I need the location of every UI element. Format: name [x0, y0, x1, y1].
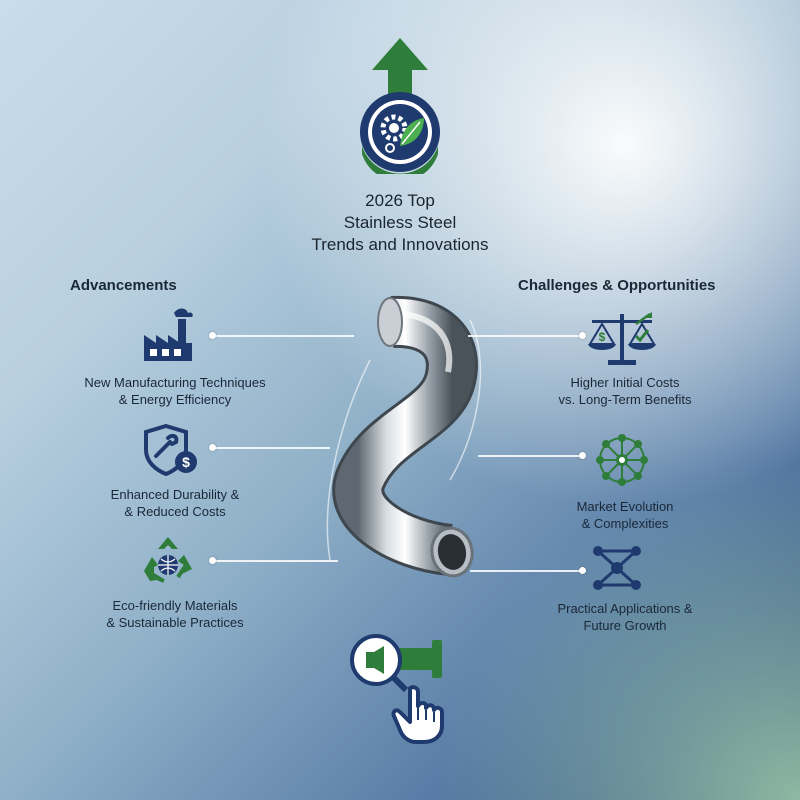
- connector-dot: [579, 567, 586, 574]
- connector-line: [468, 335, 583, 337]
- decorative-arcs: [326, 319, 482, 561]
- connector-dot: [579, 332, 586, 339]
- steel-pipe-image: [332, 295, 478, 578]
- item-line: Eco-friendly Materials: [112, 598, 238, 613]
- item-line: Future Growth: [583, 618, 667, 633]
- network-icon: [596, 434, 648, 486]
- challenge-item-1: Higher Initial Costs vs. Long-Term Benef…: [510, 374, 740, 408]
- connector-line: [478, 455, 584, 457]
- recycle-globe-icon: [144, 537, 192, 583]
- title-line-1: 2026 Top: [365, 191, 435, 210]
- challenge-item-3: Practical Applications & Future Growth: [510, 600, 740, 634]
- magnifier-pointer-icon[interactable]: [340, 630, 460, 746]
- connector-line: [212, 447, 330, 449]
- connection-nodes-icon: [593, 546, 641, 590]
- connector-line: [470, 570, 584, 572]
- item-line: Practical Applications &: [557, 601, 693, 616]
- advancement-item-1: New Manufacturing Techniques & Energy Ef…: [60, 374, 290, 408]
- connector-dot: [579, 452, 586, 459]
- challenge-item-2: Market Evolution & Complexities: [510, 498, 740, 532]
- scale-icon: $: [588, 312, 656, 365]
- item-line: Market Evolution: [576, 499, 674, 514]
- item-line: & Complexities: [581, 516, 669, 531]
- item-line: vs. Long-Term Benefits: [558, 392, 692, 407]
- item-line: Higher Initial Costs: [570, 375, 680, 390]
- item-line: Enhanced Durability &: [110, 487, 240, 502]
- connector-dot: [209, 332, 216, 339]
- title-line-3: Trends and Innovations: [311, 235, 489, 254]
- item-line: & Sustainable Practices: [106, 615, 244, 630]
- advancement-item-2: Enhanced Durability & & Reduced Costs: [60, 486, 290, 520]
- connector-line: [212, 335, 354, 337]
- connector-dot: [209, 444, 216, 451]
- shield-wrench-dollar-icon: $: [144, 424, 197, 476]
- item-line: & Energy Efficiency: [118, 392, 232, 407]
- svg-text:$: $: [182, 454, 190, 470]
- connector-dot: [209, 557, 216, 564]
- item-line: New Manufacturing Techniques: [84, 375, 266, 390]
- challenges-heading: Challenges & Opportunities: [518, 277, 716, 294]
- advancement-item-3: Eco-friendly Materials & Sustainable Pra…: [60, 597, 290, 631]
- growth-logo-icon: [360, 38, 440, 174]
- advancements-heading: Advancements: [70, 277, 177, 294]
- connector-line: [212, 560, 338, 562]
- svg-text:$: $: [599, 330, 606, 344]
- page-title: 2026 Top Stainless Steel Trends and Inno…: [250, 190, 550, 256]
- factory-icon: [144, 308, 193, 361]
- item-line: & Reduced Costs: [124, 504, 226, 519]
- title-line-2: Stainless Steel: [343, 213, 457, 232]
